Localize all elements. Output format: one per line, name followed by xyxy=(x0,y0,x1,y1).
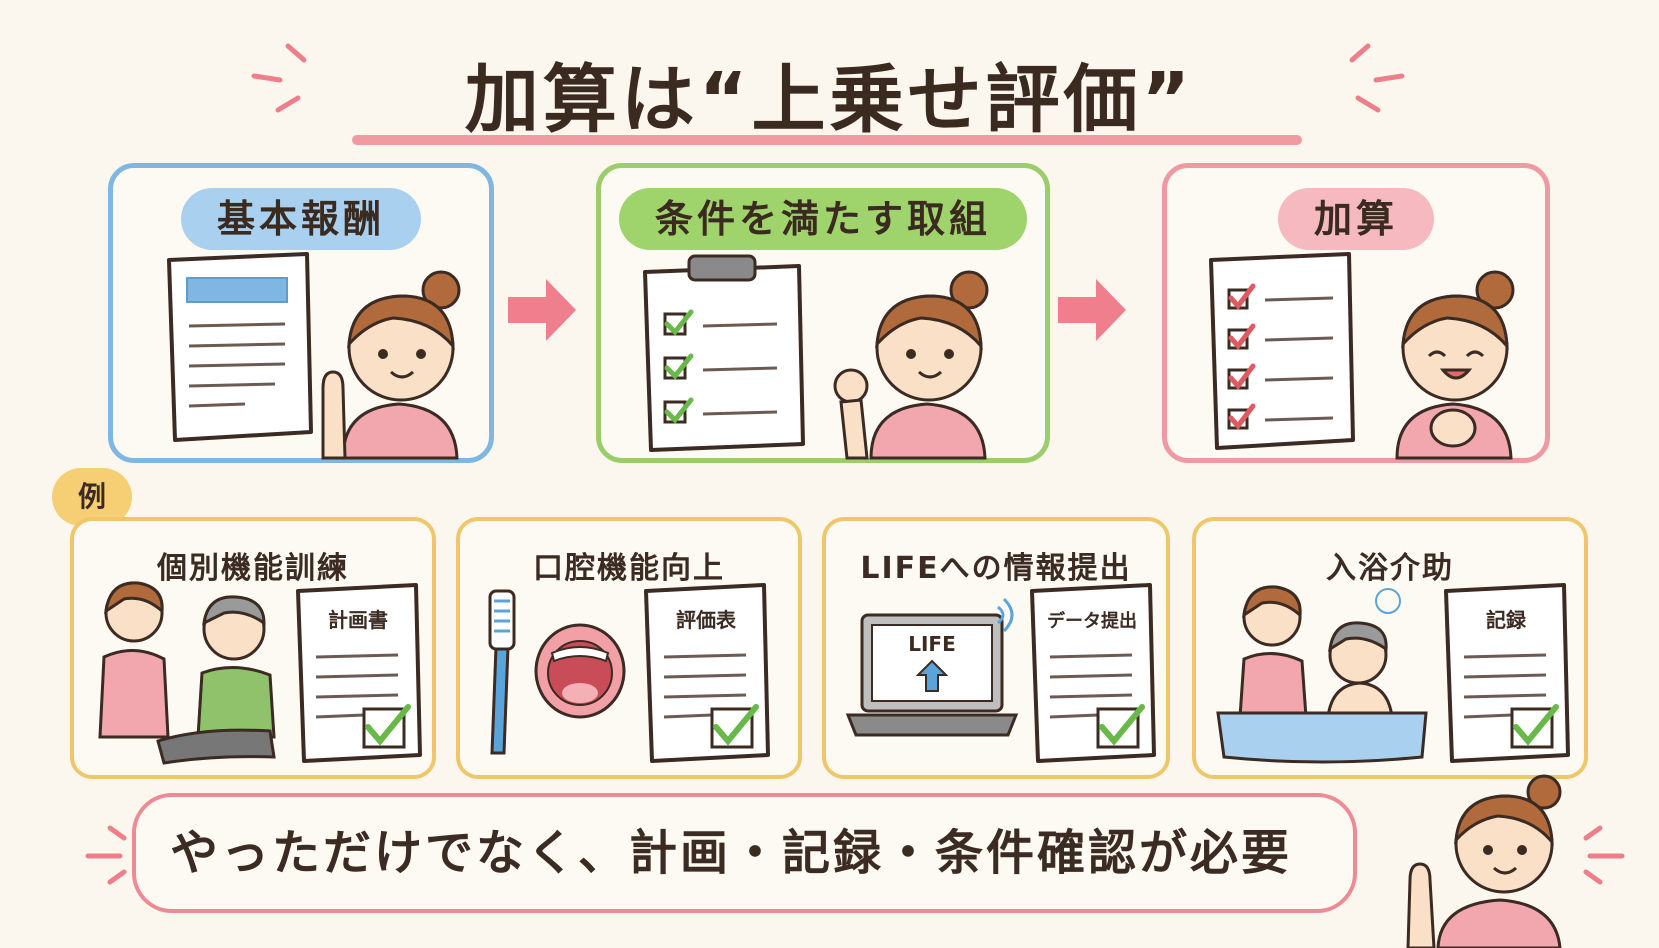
example-life-submission-card: LIFEへの情報提出 LIFE データ提出 xyxy=(822,517,1170,779)
toothbrush-icon xyxy=(488,589,516,755)
step-additional-fee-card: 加算 xyxy=(1162,163,1550,463)
example-oral-function-card: 口腔機能向上 評価表 xyxy=(456,517,802,779)
example-functional-training-card: 個別機能訓練 計画書 xyxy=(70,517,436,779)
evaluation-sheet-icon: 評価表 xyxy=(644,583,770,763)
step-basic-fee-card: 基本報酬 xyxy=(108,163,494,463)
title-burst-right xyxy=(1349,43,1405,113)
step-basic-fee-label: 基本報酬 xyxy=(180,188,422,250)
step-conditions-label: 条件を満たす取組 xyxy=(618,188,1028,250)
plan-document-icon: 計画書 xyxy=(296,583,422,763)
example-title: 個別機能訓練 xyxy=(157,551,349,586)
mouth-icon xyxy=(534,623,626,719)
nurse-determined-illustration xyxy=(833,270,989,460)
checklist-complete-illustration xyxy=(1209,252,1355,450)
banner-burst-left xyxy=(85,825,127,885)
document-label: データ提出 xyxy=(1047,610,1137,632)
nurse-pointing-up-illustration xyxy=(1406,774,1562,948)
arrow-right-icon xyxy=(508,279,576,341)
example-bathing-assistance-card: 入浴介助 記録 xyxy=(1192,517,1588,779)
nurse-burst-right xyxy=(1583,825,1625,885)
example-title: 口腔機能向上 xyxy=(533,551,725,586)
summary-banner: やっただけでなく、計画・記録・条件確認が必要 xyxy=(132,793,1357,913)
nurse-pointing-illustration xyxy=(321,270,461,460)
record-document-icon: 記録 xyxy=(1444,583,1570,763)
example-title: 入浴介助 xyxy=(1326,551,1454,586)
laptop-icon: LIFE xyxy=(845,613,1019,737)
page-title: 加算は“上乗せ評価” xyxy=(464,57,1195,143)
document-label: 評価表 xyxy=(676,608,737,632)
document-label: 計画書 xyxy=(328,608,388,632)
title-burst-left xyxy=(251,43,307,113)
step-conditions-card: 条件を満たす取組 xyxy=(596,163,1050,463)
clipboard-checklist-illustration xyxy=(643,254,805,452)
data-submission-document-icon: データ提出 xyxy=(1030,583,1156,763)
wifi-signal-icon xyxy=(997,597,1014,633)
arrow-right-icon xyxy=(1058,279,1126,341)
document-illustration xyxy=(167,252,313,442)
step-additional-fee-label: 加算 xyxy=(1277,188,1435,250)
nurse-happy-illustration xyxy=(1395,270,1515,460)
laptop-screen-label: LIFE xyxy=(908,632,956,656)
summary-banner-text: やっただけでなく、計画・記録・条件確認が必要 xyxy=(169,825,1292,881)
document-label: 記録 xyxy=(1486,608,1527,632)
nurse-assisting-elderly-illustration xyxy=(98,581,276,765)
examples-badge: 例 xyxy=(52,468,132,526)
bathing-assistance-illustration xyxy=(1216,585,1428,764)
example-title: LIFEへの情報提出 xyxy=(860,551,1132,586)
title-underline xyxy=(352,135,1302,145)
